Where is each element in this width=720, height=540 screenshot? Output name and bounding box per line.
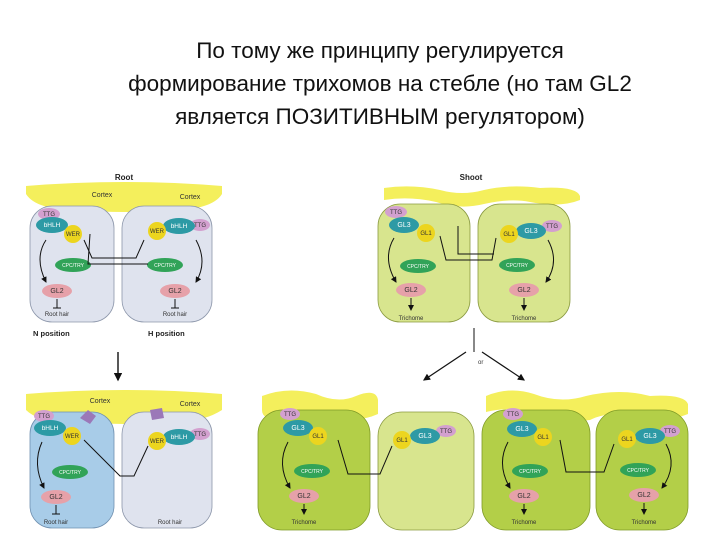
gl2-label: GL2 [50,288,63,295]
root-hair-label: Root hair [45,312,69,318]
ttg-label: TTG [440,429,452,435]
ttg-label: TTG [194,432,206,438]
bhlh-label: bHLH [171,434,188,441]
branch-arrow-right [482,352,524,380]
bhlh-label: bHLH [42,425,59,432]
gl1-label: GL1 [537,435,549,441]
trichome-label: Trichome [399,316,424,322]
cpc-label: CPC/TRY [407,264,430,270]
gl3-label: GL3 [515,426,528,433]
ttg-label: TTG [390,210,402,216]
root-hair-label: Root hair [163,312,187,318]
gl2-label: GL2 [517,493,530,500]
wer-label: WER [150,439,165,445]
trichome-label: Trichome [512,316,537,322]
gl2-label: GL2 [49,494,62,501]
trichome-label: Trichome [512,520,537,526]
h-position-label: H position [148,329,185,338]
gl1-label: GL1 [503,232,515,238]
cpc-label: CPC/TRY [59,470,82,476]
trichome-label: Trichome [292,520,317,526]
gl3-label: GL3 [418,433,431,440]
ttg-label: TTG [664,429,676,435]
cpc-label: CPC/TRY [301,469,324,475]
receptor-marker [150,408,164,420]
or-label: or [478,360,483,366]
gl2-label: GL2 [168,288,181,295]
gl1-label: GL1 [396,438,408,444]
gl3-label: GL3 [524,228,537,235]
ttg-label: TTG [546,224,558,230]
ttg-label: TTG [507,412,519,418]
gl1-label: GL1 [420,231,432,237]
cortex-label: Cortex [180,401,201,408]
gl1-label: GL1 [312,434,324,440]
bhlh-label: bHLH [171,223,188,230]
gl3-label: GL3 [643,433,656,440]
wer-label: WER [65,434,80,440]
cpc-label: CPC/TRY [154,263,177,269]
trichome-label: Trichome [632,520,657,526]
gl2-label: GL2 [404,287,417,294]
root-heading: Root [115,173,134,182]
wer-label: WER [66,232,81,238]
root-hair-label: Root hair [44,520,68,526]
cpc-label: CPC/TRY [627,468,650,474]
cortex-label: Cortex [180,194,201,201]
bhlh-label: bHLH [44,222,61,229]
cortex-label: Cortex [92,192,113,199]
gl2-label: GL2 [297,493,310,500]
epidermis-band [384,186,580,206]
gl2-label: GL2 [517,287,530,294]
ttg-label: TTG [284,412,296,418]
gl3-label: GL3 [291,425,304,432]
ttg-label: TTG [194,223,206,229]
cpc-label: CPC/TRY [506,263,529,269]
shoot-heading: Shoot [460,173,483,182]
cortex-label: Cortex [90,398,111,405]
wer-label: WER [150,229,165,235]
gl2-label: GL2 [637,492,650,499]
n-position-label: N position [33,329,70,338]
gl3-label: GL3 [397,222,410,229]
root-hair-label: Root hair [158,520,182,526]
gl1-label: GL1 [621,437,633,443]
cpc-label: CPC/TRY [519,469,542,475]
cpc-label: CPC/TRY [62,263,85,269]
branch-arrow-left [424,352,466,380]
ttg-label: TTG [38,414,50,420]
